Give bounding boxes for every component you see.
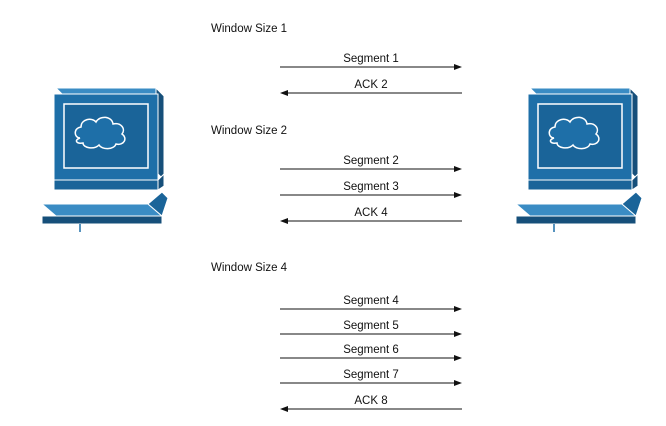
arrow-right bbox=[280, 355, 462, 361]
arrow-left bbox=[280, 90, 462, 96]
window-size-label-2: Window Size 2 bbox=[211, 125, 288, 137]
message-segment-5: Segment 5 bbox=[280, 319, 462, 341]
message-ack-2: ACK 2 bbox=[280, 78, 462, 100]
message-segment-4: Segment 4 bbox=[280, 294, 462, 316]
message-label: Segment 2 bbox=[343, 155, 399, 167]
message-label: Segment 5 bbox=[343, 320, 399, 332]
message-segment-3: Segment 3 bbox=[280, 180, 462, 202]
message-label: Segment 4 bbox=[343, 295, 399, 307]
arrow-right bbox=[280, 64, 462, 70]
left-computer-icon bbox=[40, 86, 168, 232]
message-segment-6: Segment 6 bbox=[280, 343, 462, 365]
window-size-label-1: Window Size 1 bbox=[211, 23, 288, 35]
arrow-right bbox=[280, 166, 462, 172]
right-computer-icon bbox=[514, 86, 642, 232]
arrow-right bbox=[280, 380, 462, 386]
message-segment-1: Segment 1 bbox=[280, 52, 462, 74]
message-label: Segment 1 bbox=[343, 53, 399, 65]
message-label: ACK 4 bbox=[354, 207, 388, 219]
arrow-right bbox=[280, 306, 462, 312]
arrow-left bbox=[280, 406, 462, 412]
message-label: Segment 6 bbox=[343, 344, 399, 356]
message-ack-8: ACK 8 bbox=[280, 394, 462, 416]
arrow-left bbox=[280, 218, 462, 224]
message-label: ACK 2 bbox=[354, 79, 388, 91]
message-segment-7: Segment 7 bbox=[280, 368, 462, 390]
message-segment-2: Segment 2 bbox=[280, 154, 462, 176]
arrow-right bbox=[280, 192, 462, 198]
message-label: ACK 8 bbox=[354, 395, 388, 407]
window-size-label-3: Window Size 4 bbox=[211, 262, 288, 274]
message-label: Segment 7 bbox=[343, 369, 399, 381]
arrow-right bbox=[280, 331, 462, 337]
message-ack-4: ACK 4 bbox=[280, 206, 462, 228]
message-label: Segment 3 bbox=[343, 181, 399, 193]
